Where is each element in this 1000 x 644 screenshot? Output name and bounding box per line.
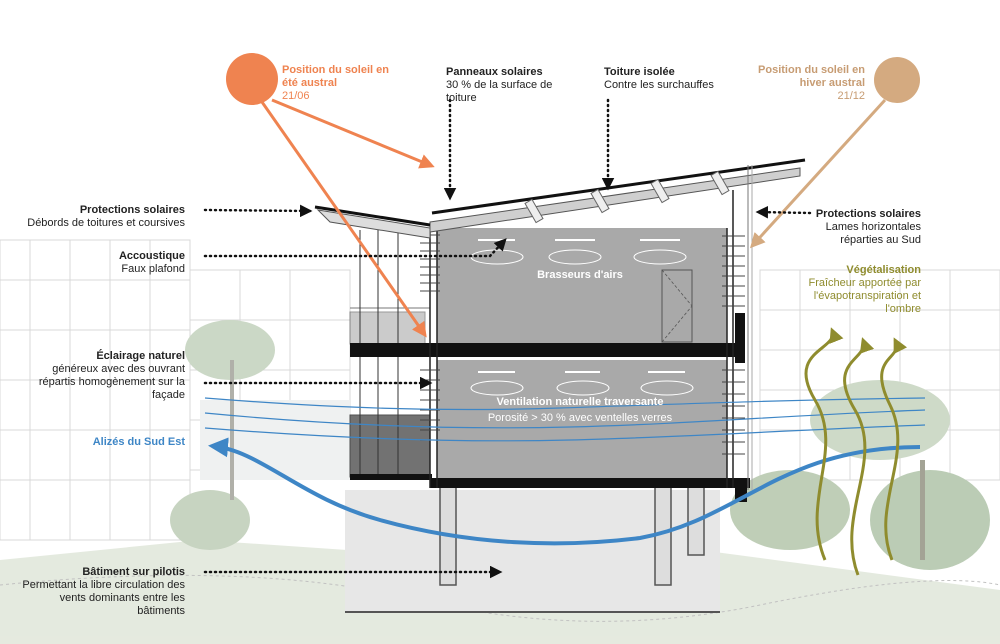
sun-protection-right-label: Protections solaires Lames horizontales … xyxy=(815,208,921,246)
stilts-label: Bâtiment sur pilotis Permettant la libre… xyxy=(22,566,185,617)
right-louvers xyxy=(722,235,745,455)
leader-arrows xyxy=(203,98,812,579)
vegetation-label: Végétalisation Fraîcheur apportée par l'… xyxy=(808,264,921,315)
natural-light-label: Éclairage naturel généreux avec des ouvr… xyxy=(38,350,185,401)
summer-sun-ray-roof xyxy=(271,98,435,169)
acoustics-label: Accoustique Faux plafond xyxy=(118,250,185,275)
ground-floor-slab xyxy=(430,478,750,488)
solar-panels-label: Panneaux solaires 30 % de la surface de … xyxy=(446,66,553,104)
summer-sun-icon xyxy=(226,53,278,105)
insulated-roof-label: Toiture isolée Contre les surchauffes xyxy=(604,66,714,91)
winter-sun-label: Position du soleil en hiver austral 21/1… xyxy=(758,64,865,102)
lower-room xyxy=(437,360,727,483)
sun-protection-left-label: Protections solaires Débords de toitures… xyxy=(27,204,185,229)
cross-ventilation-sublabel: Porosité > 30 % avec ventelles verres xyxy=(487,412,673,424)
ceiling-fans-lower xyxy=(470,371,694,396)
summer-sun-label: Position du soleil en été austral 21/06 xyxy=(282,64,389,102)
trade-wind-arrow xyxy=(208,437,921,546)
ceiling-fans-label: Brasseurs d'airs xyxy=(537,269,623,281)
cross-ventilation-label: Ventilation naturelle traversante xyxy=(496,396,664,408)
winter-sun-ray xyxy=(749,98,887,249)
roof xyxy=(314,158,806,490)
summer-sun-ray-steep xyxy=(260,101,427,338)
first-floor-slab xyxy=(350,343,740,357)
trade-winds-label: Alizés du Sud Est xyxy=(92,436,185,448)
upper-room xyxy=(437,228,727,348)
evapotranspiration-arrows xyxy=(804,327,908,576)
winter-sun-icon xyxy=(874,57,920,103)
trade-wind-streams xyxy=(204,397,926,442)
ground-slab xyxy=(345,490,720,612)
